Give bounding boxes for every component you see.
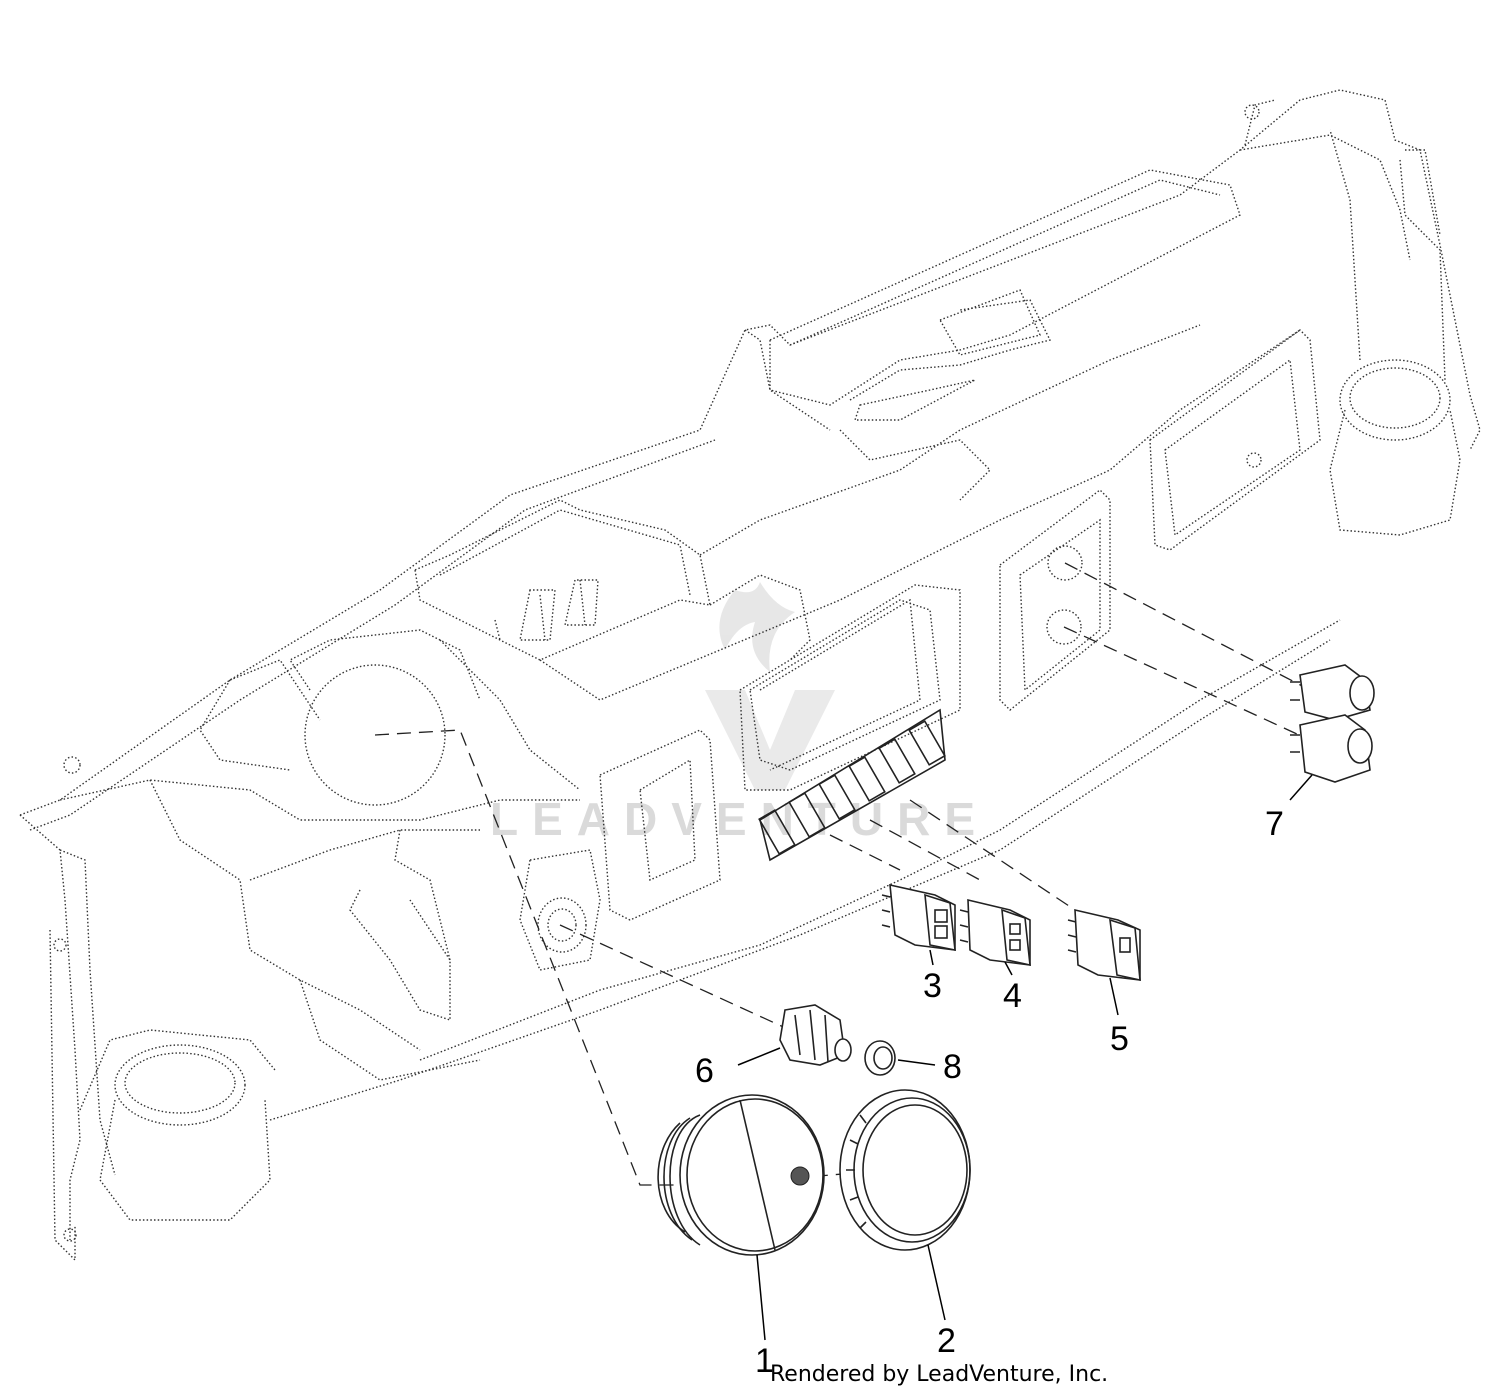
ignition-switch-part-6 xyxy=(779,1004,852,1066)
callout-2: 2 xyxy=(937,1322,956,1360)
callout-7: 7 xyxy=(1265,805,1284,843)
watermark: LEADVENTURE xyxy=(490,582,989,845)
callout-4: 4 xyxy=(1003,977,1022,1015)
power-sockets-part-7 xyxy=(1290,664,1375,783)
rocker-switch-part-3 xyxy=(881,883,956,951)
dashboard-body xyxy=(19,89,1481,1262)
callout-6: 6 xyxy=(695,1052,714,1090)
rendered-by-footer: Rendered by LeadVenture, Inc. xyxy=(770,1362,1109,1387)
callout-8: 8 xyxy=(943,1048,962,1086)
nut-part-8 xyxy=(864,1040,896,1076)
dash-switch-panel xyxy=(758,708,946,862)
callout-3: 3 xyxy=(923,967,942,1005)
gauge-part-1 xyxy=(657,1094,825,1256)
callout-5: 5 xyxy=(1110,1020,1129,1058)
leader-lines xyxy=(737,774,1313,1341)
watermark-text: LEADVENTURE xyxy=(490,793,989,845)
callout-1: 1 xyxy=(755,1342,774,1380)
rocker-switch-part-4 xyxy=(959,898,1031,967)
rocker-switch-part-5 xyxy=(1067,908,1141,982)
bezel-ring-part-2 xyxy=(839,1089,971,1251)
assembly-lines xyxy=(374,562,1311,1186)
